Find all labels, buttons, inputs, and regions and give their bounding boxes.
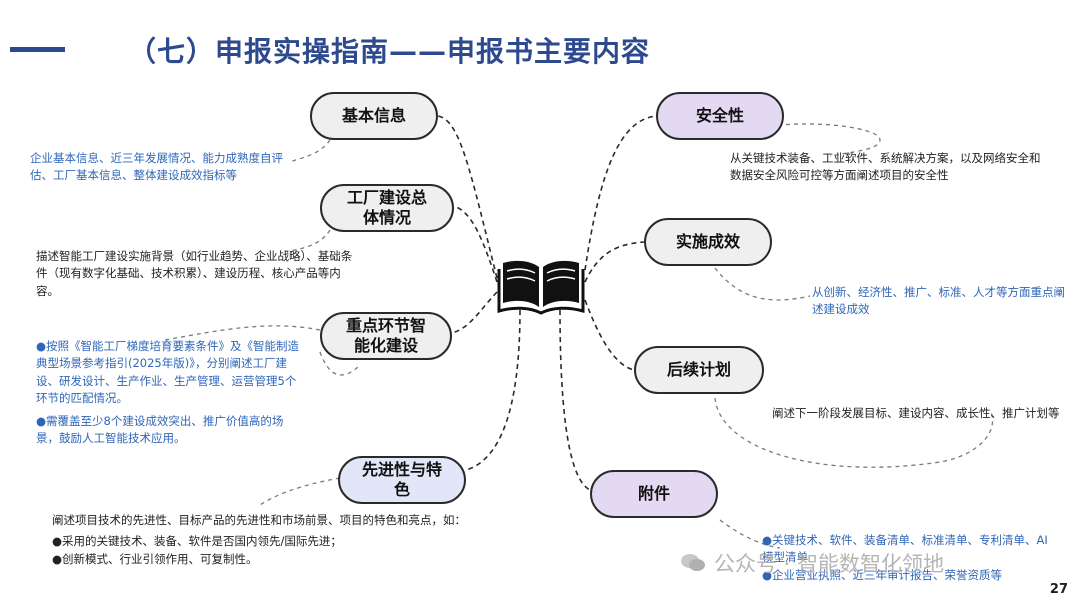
node-basic-info: 基本信息 bbox=[310, 92, 438, 140]
desc-advancement: 阐述项目技术的先进性、目标产品的先进性和市场前景、项目的特色和亮点，如： ●采用… bbox=[52, 512, 472, 568]
node-attachments: 附件 bbox=[590, 470, 718, 518]
node-advancement: 先进性与特色 bbox=[338, 456, 466, 504]
link-key-links bbox=[451, 291, 498, 334]
watermark: 公众号 · 智能数智化领地 bbox=[680, 548, 944, 578]
link-followup bbox=[584, 299, 635, 371]
page-number: 27 bbox=[1049, 582, 1068, 597]
open-book-icon bbox=[497, 255, 585, 319]
sub-key-links-loop bbox=[319, 351, 361, 376]
node-results: 实施成效 bbox=[644, 218, 772, 266]
desc-attachments-item-1: ●关键技术、软件、装备清单、标准清单、专利清单、AI模型清单 bbox=[762, 533, 1048, 565]
page-title: （七）申报实操指南——申报书主要内容 bbox=[128, 35, 651, 68]
desc-attachments: ●关键技术、软件、装备清单、标准清单、专利清单、AI模型清单 ●企业营业执照、近… bbox=[762, 532, 1052, 584]
wechat-icon bbox=[680, 553, 706, 573]
desc-advancement-item-1: ●采用的关键技术、装备、软件是否国内领先/国际先进； bbox=[52, 534, 342, 549]
link-attachments bbox=[559, 309, 591, 491]
sub-results bbox=[714, 267, 811, 301]
node-security: 安全性 bbox=[656, 92, 784, 140]
desc-attachments-item-2: ●企业营业执照、近三年审计报告、荣誉资质等 bbox=[762, 567, 1003, 582]
link-security bbox=[584, 115, 657, 271]
node-factory-overview: 工厂建设总体情况 bbox=[320, 184, 454, 232]
desc-factory-overview: 描述智能工厂建设实施背景（如行业趋势、企业战略）、基础条件（现有数字化基础、技术… bbox=[36, 249, 353, 298]
sub-basic-info bbox=[289, 139, 331, 163]
sub-key-links bbox=[164, 325, 321, 341]
desc-key-links: ●按照《智能工厂梯度培育要素条件》及《智能制造典型场景参考指引(2025年版)》… bbox=[36, 338, 306, 448]
sub-attachments bbox=[719, 519, 781, 549]
sub-followup bbox=[714, 397, 994, 468]
desc-security: 从关键技术装备、工业软件、系统解决方案，以及网络安全和数据安全风险可控等方面阐述… bbox=[730, 151, 1041, 183]
desc-advancement-intro: 阐述项目技术的先进性、目标产品的先进性和市场前景、项目的特色和亮点，如： bbox=[52, 513, 466, 527]
desc-key-links-item-2: ●需覆盖至少8个建设成效突出、推广价值高的场景，鼓励人工智能技术应用。 bbox=[36, 414, 284, 446]
node-key-links: 重点环节智能化建设 bbox=[320, 312, 452, 360]
link-advancement bbox=[465, 309, 521, 471]
sub-factory-overview bbox=[279, 229, 331, 253]
watermark-text: 公众号 · 智能数智化领地 bbox=[714, 552, 945, 576]
link-factory-overview bbox=[453, 205, 498, 283]
desc-results: 从创新、经济性、推广、标准、人才等方面重点阐述建设成效 bbox=[812, 285, 1065, 317]
desc-advancement-item-2: ●创新模式、行业引领作用、可复制性。 bbox=[52, 551, 258, 566]
desc-basic-info: 企业基本信息、近三年发展情况、能力成熟度自评估、工厂基本信息、整体建设成效指标等 bbox=[30, 151, 283, 183]
link-results bbox=[584, 241, 645, 283]
sub-advancement bbox=[259, 477, 341, 506]
node-followup: 后续计划 bbox=[634, 346, 764, 394]
desc-followup: 阐述下一阶段发展目标、建设内容、成长性、推广计划等 bbox=[772, 406, 1060, 420]
desc-key-links-item-1: ●按照《智能工厂梯度培育要素条件》及《智能制造典型场景参考指引(2025年版)》… bbox=[36, 339, 300, 405]
link-basic-info bbox=[437, 115, 498, 279]
title-accent-bar bbox=[10, 47, 65, 52]
